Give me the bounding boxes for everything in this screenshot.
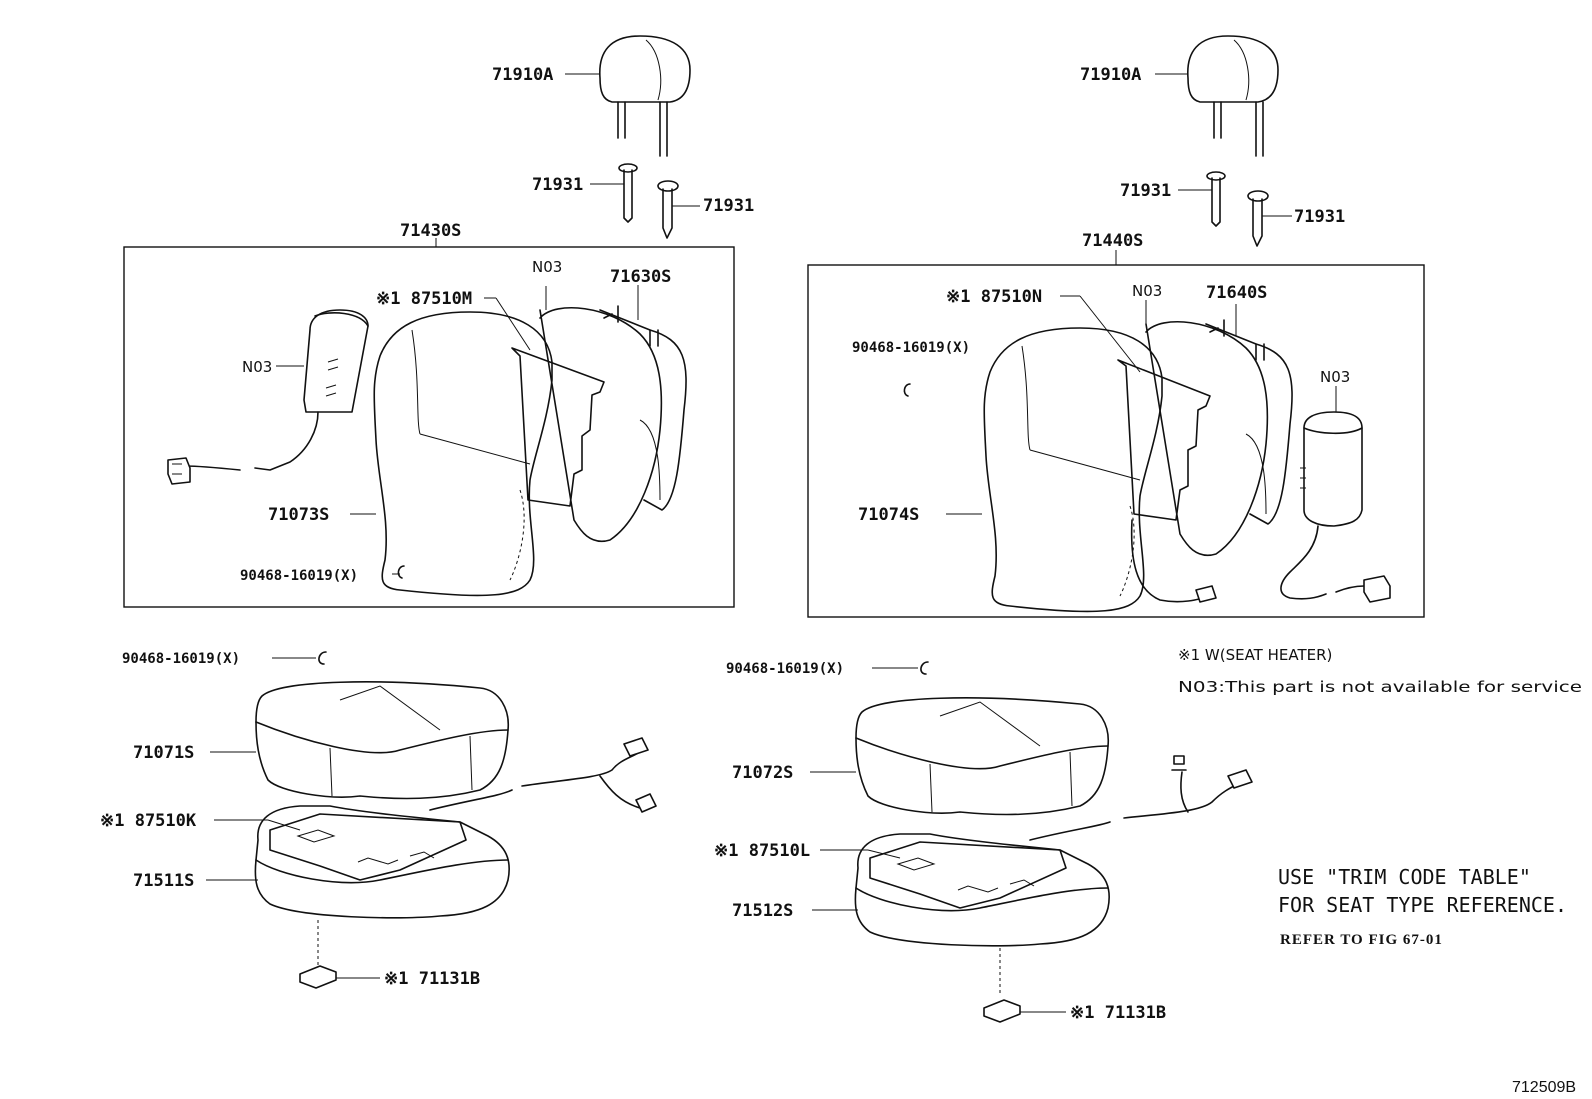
right-cushion-pad-drawing <box>854 833 1110 947</box>
left-switch-label: ※1 71131B <box>384 969 480 989</box>
right-frame-label: 71640S <box>1206 283 1267 303</box>
left-seatback-assembly-box <box>123 246 735 608</box>
left-n03-b-label: N03 <box>242 358 272 376</box>
right-seatback-heater-drawing <box>1117 359 1211 521</box>
right-headrest-guide-drawing <box>1206 171 1269 247</box>
left-n03-a-label: N03 <box>532 258 562 276</box>
left-back-cover-label: 71073S <box>268 505 329 525</box>
left-clip-back-drawing <box>397 565 405 579</box>
left-cushion-heater-drawing <box>269 813 467 881</box>
right-seat-frame-drawing <box>1145 319 1293 557</box>
right-assembly-label: 71440S <box>1082 231 1143 251</box>
left-cushion-cover-label: 71071S <box>133 743 194 763</box>
refer-figure-note: REFER TO FIG 67-01 <box>1280 932 1443 948</box>
right-n03-a-label: N03 <box>1132 282 1162 300</box>
right-clip-cushion-drawing <box>920 661 929 675</box>
left-frame-label: 71630S <box>610 267 671 287</box>
left-seatback-heater-drawing <box>511 347 605 507</box>
right-guide-a-label: 71931 <box>1120 181 1171 201</box>
right-cushion-heater-drawing <box>869 841 1067 909</box>
figure-number: 712509B <box>1512 1079 1576 1096</box>
left-cushion-cover-drawing <box>255 681 509 800</box>
right-headrest-drawing <box>1187 35 1279 157</box>
left-headrest-drawing <box>599 35 691 157</box>
right-cushion-cover-label: 71072S <box>732 763 793 783</box>
left-seat-frame-drawing <box>539 305 687 543</box>
right-headrest-label: 71910A <box>1080 65 1141 85</box>
right-seatback-assembly-box <box>807 264 1425 618</box>
left-heater-back-label: ※1 87510M <box>376 289 472 309</box>
left-cushion-pad-label: 71511S <box>133 871 194 891</box>
left-cushion-heater-harness-drawing <box>429 737 657 813</box>
left-headrest-guide-drawing <box>618 163 679 239</box>
right-cushion-pad-label: 71512S <box>732 901 793 921</box>
right-seatback-cover-drawing <box>983 327 1217 613</box>
right-side-airbag-drawing <box>1280 411 1391 603</box>
right-clip-back-drawing <box>903 383 911 397</box>
left-seat-group: 71910A 71931 71931 71430S N03 <box>100 35 754 989</box>
right-back-cover-label: 71074S <box>858 505 919 525</box>
right-n03-b-label: N03 <box>1320 368 1350 386</box>
right-seat-group: 71910A 71931 71931 71440S ※1 87510N <box>714 35 1425 1023</box>
right-heater-back-label: ※1 87510N <box>946 287 1042 307</box>
left-clip-cushion-label: 90468-16019(X) <box>122 651 240 667</box>
right-heater-cushion-label: ※1 87510L <box>714 841 810 861</box>
legend-seat-heater: ※1 W(SEAT HEATER) <box>1178 646 1332 664</box>
right-clip-back-label: 90468-16019(X) <box>852 340 970 356</box>
trim-code-note-line1: USE "TRIM CODE TABLE" <box>1278 865 1531 889</box>
left-switch-drawing <box>299 965 337 989</box>
left-guide-a-label: 71931 <box>532 175 583 195</box>
right-switch-label: ※1 71131B <box>1070 1003 1166 1023</box>
left-headrest-label: 71910A <box>492 65 553 85</box>
left-clip-back-label: 90468-16019(X) <box>240 568 358 584</box>
left-clip-cushion-drawing <box>318 651 327 665</box>
legend-n03: N03:This part is not available for servi… <box>1178 678 1582 696</box>
trim-code-note-line2: FOR SEAT TYPE REFERENCE. <box>1278 893 1567 917</box>
left-assembly-label: 71430S <box>400 221 461 241</box>
right-cushion-heater-harness-drawing <box>1029 755 1253 841</box>
right-clip-cushion-label: 90468-16019(X) <box>726 661 844 677</box>
right-switch-drawing <box>983 999 1021 1023</box>
right-cushion-cover-drawing <box>855 697 1109 816</box>
right-guide-b-label: 71931 <box>1294 207 1345 227</box>
left-side-airbag-drawing <box>167 309 369 485</box>
left-cushion-pad-drawing <box>254 805 510 919</box>
left-heater-cushion-label: ※1 87510K <box>100 811 197 831</box>
left-guide-b-label: 71931 <box>703 196 754 216</box>
